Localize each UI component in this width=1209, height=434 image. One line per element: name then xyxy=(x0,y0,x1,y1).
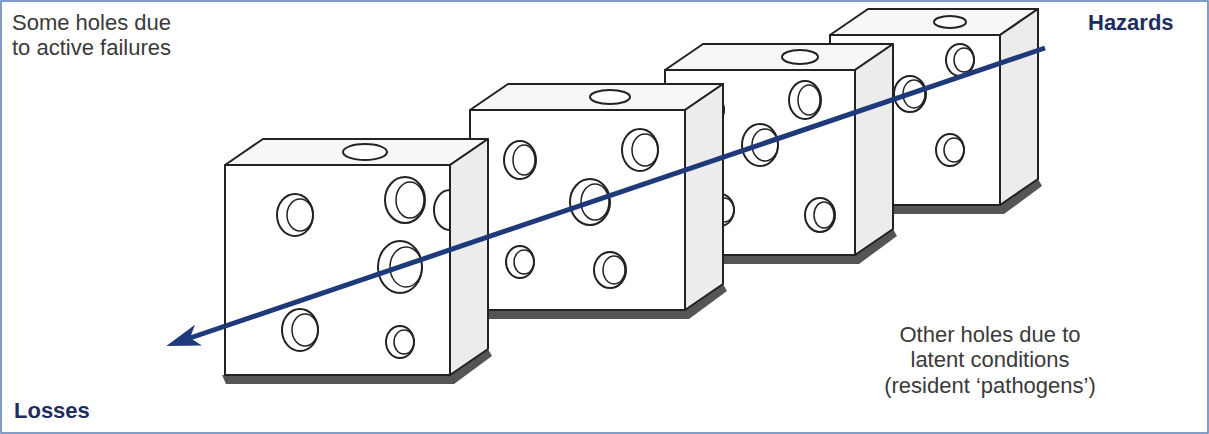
hole-depth xyxy=(603,256,625,284)
annotation-note: Other holes due to latent conditions (re… xyxy=(875,322,1105,398)
hazard-trajectory-arrow xyxy=(190,48,1045,338)
hole-depth xyxy=(632,134,658,166)
hole-depth xyxy=(798,85,820,115)
slice-front xyxy=(225,165,450,375)
cheese-hole xyxy=(594,252,626,288)
hole-depth xyxy=(814,202,834,228)
slice-side xyxy=(450,139,488,375)
cheese-hole xyxy=(385,177,425,223)
hazards-label: Hazards xyxy=(1088,10,1206,35)
slice-side xyxy=(685,84,723,310)
cheese-hole xyxy=(590,90,630,104)
cheese-hole xyxy=(434,190,450,230)
cheese-hole xyxy=(782,50,818,64)
cheese-hole xyxy=(934,16,966,28)
slice-side xyxy=(1000,9,1038,205)
hole-depth xyxy=(954,48,974,72)
losses-label: Losses xyxy=(14,398,144,423)
hole-depth xyxy=(292,314,318,346)
slice-top xyxy=(470,84,723,110)
annotation-note: Some holes due to active failures xyxy=(12,10,182,61)
cheese-hole xyxy=(789,81,821,119)
cheese-hole xyxy=(277,194,313,236)
cheese-hole xyxy=(506,246,534,278)
cheese-slice xyxy=(222,139,492,384)
hole-depth xyxy=(394,330,414,354)
slice-top xyxy=(665,44,893,70)
cheese-hole xyxy=(936,134,964,166)
hole-depth xyxy=(944,138,964,162)
cheese-hole xyxy=(504,141,536,179)
slice-side xyxy=(855,44,893,255)
hole-depth xyxy=(513,145,535,175)
slice-front xyxy=(470,110,685,310)
cheese-hole xyxy=(622,129,658,171)
cheese-hole xyxy=(282,309,318,351)
cheese-hole xyxy=(343,144,387,160)
cheese-hole xyxy=(386,326,414,358)
hole-depth xyxy=(287,199,313,231)
cheese-hole xyxy=(805,198,835,232)
hole-depth xyxy=(514,250,534,274)
slice-top xyxy=(225,139,488,165)
hole-depth xyxy=(396,182,424,218)
